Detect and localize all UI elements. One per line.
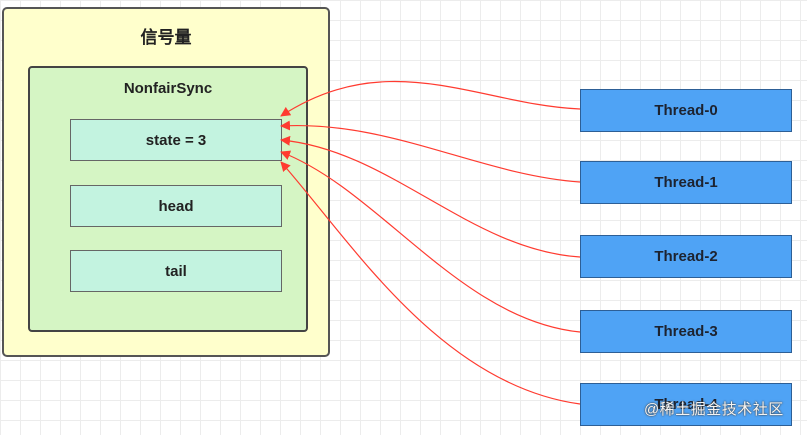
thread-4-node: Thread-4 xyxy=(580,383,792,426)
thread-3-node: Thread-3 xyxy=(580,310,792,353)
semaphore-title: 信号量 xyxy=(140,28,192,47)
head-field: head xyxy=(70,185,282,227)
tail-field: tail xyxy=(70,250,282,292)
nonfair-sync-container: NonfairSync state = 3 head tail xyxy=(28,66,308,332)
thread-1-node: Thread-1 xyxy=(580,161,792,204)
state-field: state = 3 xyxy=(70,119,282,161)
semaphore-container: 信号量 NonfairSync state = 3 head tail xyxy=(2,7,330,357)
thread-2-node: Thread-2 xyxy=(580,235,792,278)
watermark-text: @稀土掘金技术社区 xyxy=(644,401,784,418)
thread-0-node: Thread-0 xyxy=(580,89,792,132)
nonfair-sync-title: NonfairSync xyxy=(123,80,213,97)
